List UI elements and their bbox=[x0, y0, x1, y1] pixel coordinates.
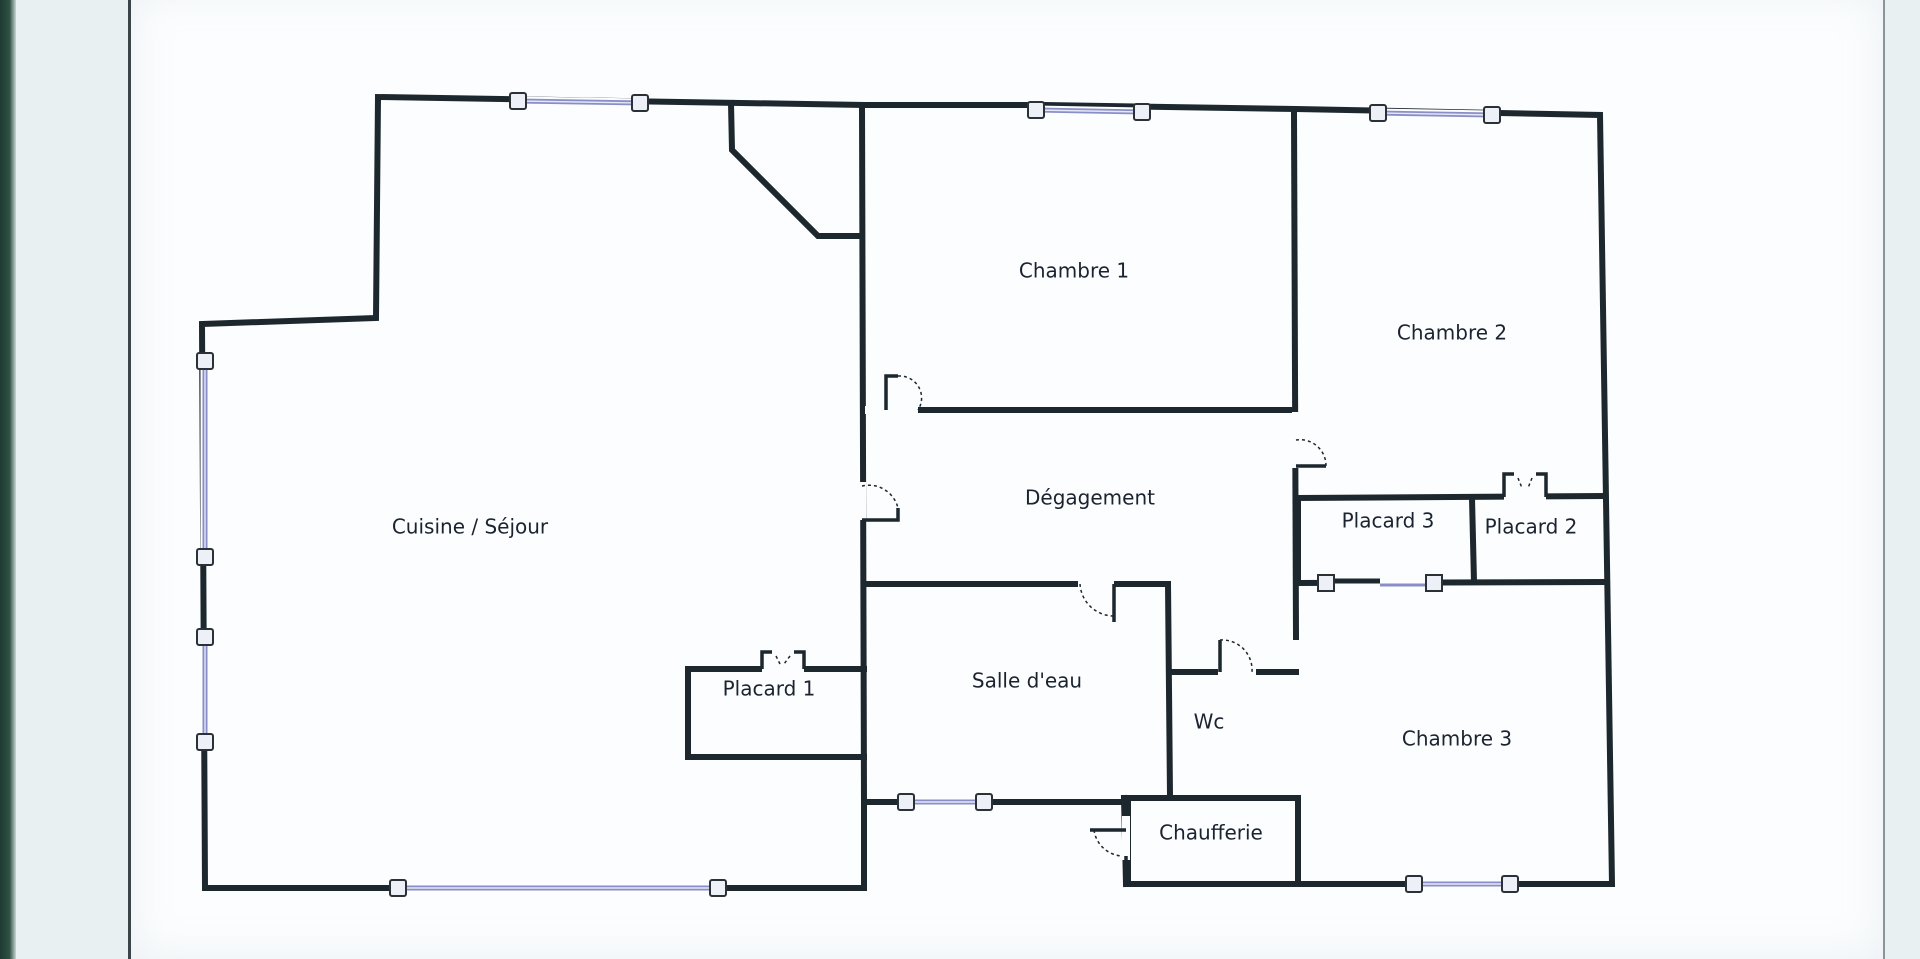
windows bbox=[196, 92, 1519, 897]
label-chambre-3: Chambre 3 bbox=[1402, 727, 1512, 751]
exterior-wall bbox=[198, 93, 1616, 891]
wall-placards-north bbox=[1294, 492, 1606, 502]
wall-placard-divider bbox=[1468, 494, 1478, 586]
door-chambre2-icon bbox=[1295, 438, 1327, 468]
door-salle-icon bbox=[1079, 583, 1116, 622]
label-chambre-1: Chambre 1 bbox=[1019, 259, 1129, 283]
window-chambre3-south bbox=[1405, 875, 1519, 893]
label-cuisine-sejour: Cuisine / Séjour bbox=[392, 515, 549, 539]
door-placard1-icon bbox=[760, 650, 806, 669]
window-sejour-west-upper bbox=[196, 352, 214, 566]
door-placard2-icon bbox=[1502, 472, 1548, 497]
label-wc: Wc bbox=[1194, 710, 1225, 734]
walls bbox=[198, 93, 1616, 891]
sliding-door-post-2 bbox=[1425, 574, 1443, 592]
wall-sejour-east bbox=[858, 101, 868, 806]
door-sejour-icon bbox=[861, 484, 900, 522]
photo-edge bbox=[0, 0, 16, 959]
label-chambre-2: Chambre 2 bbox=[1397, 321, 1507, 345]
label-placard-1: Placard 1 bbox=[723, 677, 816, 701]
label-degagement: Dégagement bbox=[1025, 486, 1155, 510]
window-sejour-west-lower bbox=[196, 628, 214, 751]
doors bbox=[760, 374, 1548, 884]
sliding-door-post-1 bbox=[1317, 574, 1335, 592]
window-chambre1-north bbox=[1027, 101, 1151, 121]
label-chaufferie: Chaufferie bbox=[1159, 821, 1263, 845]
wall-salle-east bbox=[1164, 580, 1174, 800]
window-sejour-south bbox=[389, 879, 727, 897]
label-placard-3: Placard 3 bbox=[1342, 509, 1435, 533]
door-chaufferie-icon bbox=[1090, 828, 1128, 884]
window-sejour-north bbox=[509, 92, 649, 112]
door-gaps bbox=[762, 406, 1546, 860]
door-wc-icon bbox=[1218, 639, 1253, 673]
door-chambre1-icon bbox=[884, 374, 923, 411]
room-labels: Cuisine / Séjour Chambre 1 Chambre 2 Dég… bbox=[392, 259, 1578, 845]
window-salle-south bbox=[897, 793, 993, 811]
wall-wc-south bbox=[1121, 795, 1301, 887]
chimney-wall bbox=[727, 99, 863, 239]
window-chambre2-north bbox=[1369, 104, 1501, 124]
label-placard-2: Placard 2 bbox=[1485, 515, 1578, 539]
label-salle-deau: Salle d'eau bbox=[972, 669, 1082, 693]
